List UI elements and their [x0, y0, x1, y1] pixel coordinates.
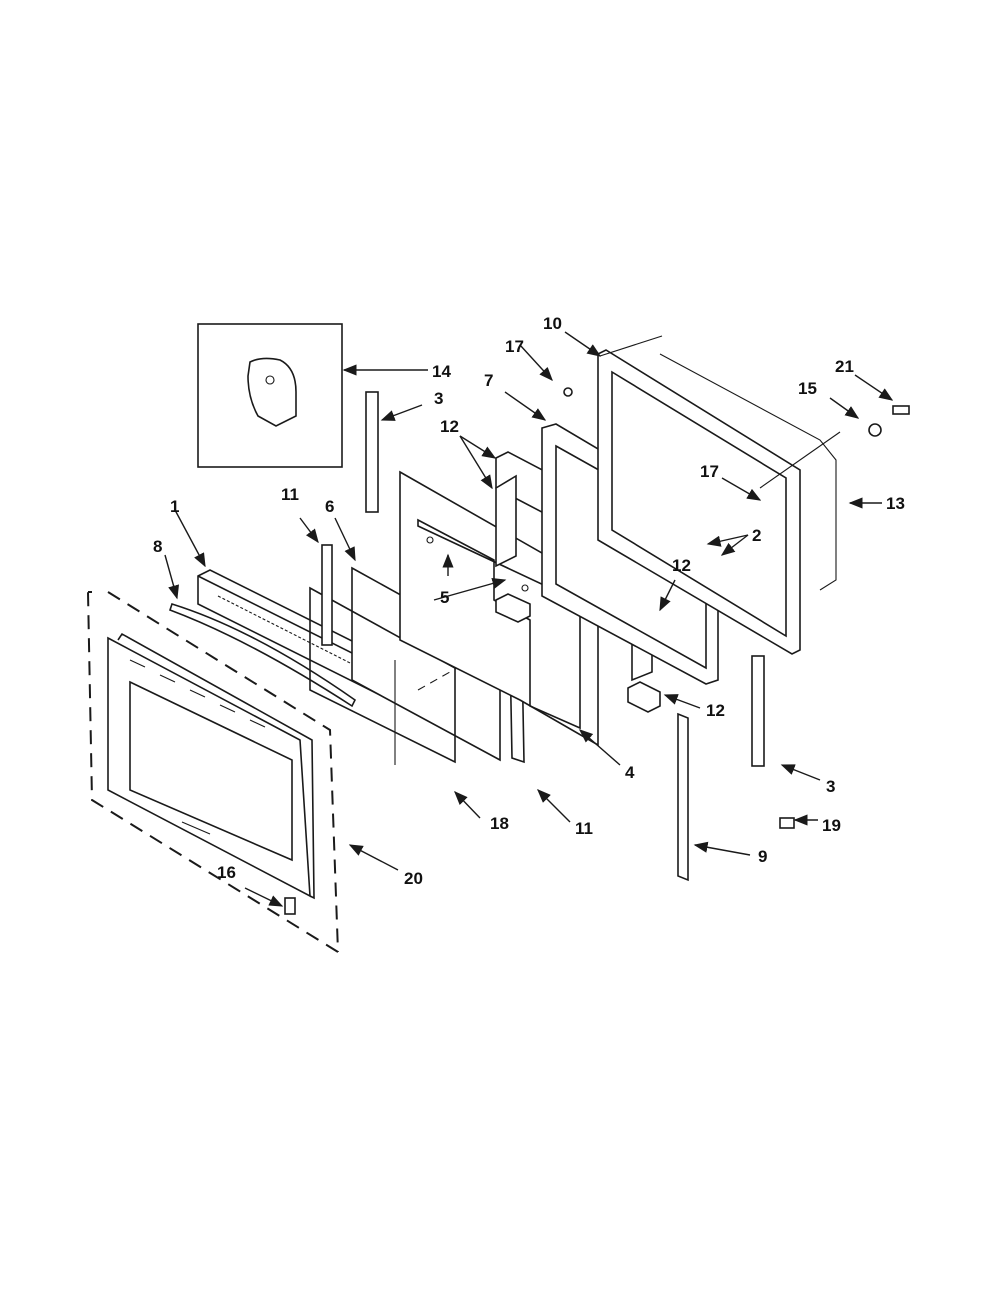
callout-3-bottom: 3: [826, 777, 835, 796]
callout-3-top: 3: [434, 389, 443, 408]
callout-20: 20: [404, 869, 423, 888]
bracket-part-icon: [247, 357, 297, 427]
callout-16: 16: [217, 863, 236, 882]
outer-door-assembly: [87, 591, 339, 953]
callout-21: 21: [835, 357, 854, 376]
callout-11-top: 11: [281, 485, 299, 504]
callout-13: 13: [886, 494, 905, 513]
inset-box: [197, 323, 343, 468]
callout-18: 18: [490, 814, 509, 833]
callout-12-left: 12: [440, 417, 459, 436]
callout-labels: 1 8 11 6 3 14 5 12 17 7 10 12 12 2 17 15…: [153, 314, 905, 888]
callout-14: 14: [432, 362, 451, 381]
leader-lines: [164, 331, 894, 907]
hinges: [365, 391, 765, 767]
callout-11-bottom: 11: [575, 819, 593, 838]
callout-5: 5: [440, 588, 449, 607]
callout-7: 7: [484, 371, 493, 390]
rear-panel: [597, 349, 837, 655]
trim-strip: [677, 712, 689, 882]
callout-6: 6: [325, 497, 334, 516]
callout-1: 1: [170, 497, 179, 516]
callout-15: 15: [798, 379, 817, 398]
callout-12-right: 12: [672, 556, 691, 575]
callout-19: 19: [822, 816, 841, 835]
callout-4: 4: [625, 763, 635, 782]
callout-8: 8: [153, 537, 162, 556]
callout-9: 9: [758, 847, 767, 866]
callout-17-top: 17: [505, 337, 524, 356]
callout-10: 10: [543, 314, 562, 333]
callout-2: 2: [752, 526, 761, 545]
callout-12-bottom: 12: [706, 701, 725, 720]
callout-17-right: 17: [700, 462, 719, 481]
fasteners: [284, 387, 910, 915]
